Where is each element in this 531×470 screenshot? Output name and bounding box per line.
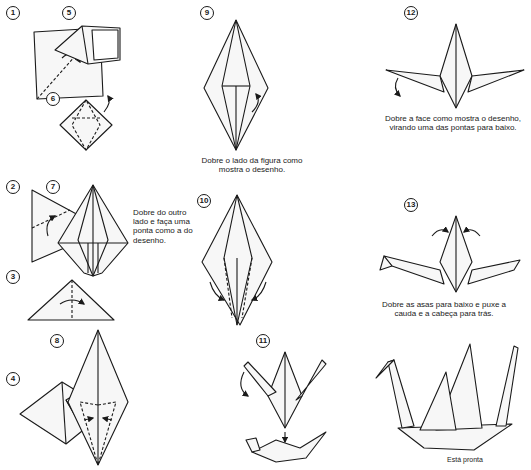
step-number: 9 — [200, 6, 214, 20]
step-number: 11 — [256, 334, 270, 348]
finished-crane — [376, 344, 518, 450]
step-number: 12 — [404, 6, 418, 20]
step-number: 10 — [197, 194, 211, 208]
instruction-note: Dobre do outro lado e faça uma ponta com… — [133, 208, 195, 245]
step-number: 8 — [50, 334, 64, 348]
step-9-diamond — [204, 20, 268, 150]
instruction-note: Dobre as asas para baixo e puxe a cauda … — [376, 300, 512, 318]
step-number: 6 — [46, 92, 60, 106]
instruction-note: Dobre o lado da figura como mostra o des… — [196, 156, 308, 174]
caption-note: Está pronta — [430, 456, 500, 464]
step-7-kite — [58, 185, 128, 276]
step-3-triangle — [28, 280, 114, 320]
step-8-diamond — [68, 330, 128, 465]
step-11-bird — [241, 352, 326, 462]
step-number: 7 — [46, 180, 60, 194]
step-13-crane — [380, 216, 520, 292]
instruction-note: Dobre a face como mostra o desenho, vira… — [382, 114, 524, 132]
step-number: 3 — [6, 270, 20, 284]
step-6-base — [60, 96, 112, 150]
step-number: 13 — [404, 198, 418, 212]
step-number: 4 — [6, 372, 20, 386]
step-number: 1 — [6, 6, 20, 20]
step-12-crane — [386, 24, 524, 108]
step-10-diamond — [202, 195, 272, 325]
step-number: 5 — [62, 6, 76, 20]
step-5-fold — [55, 26, 120, 64]
step-number: 2 — [6, 180, 20, 194]
